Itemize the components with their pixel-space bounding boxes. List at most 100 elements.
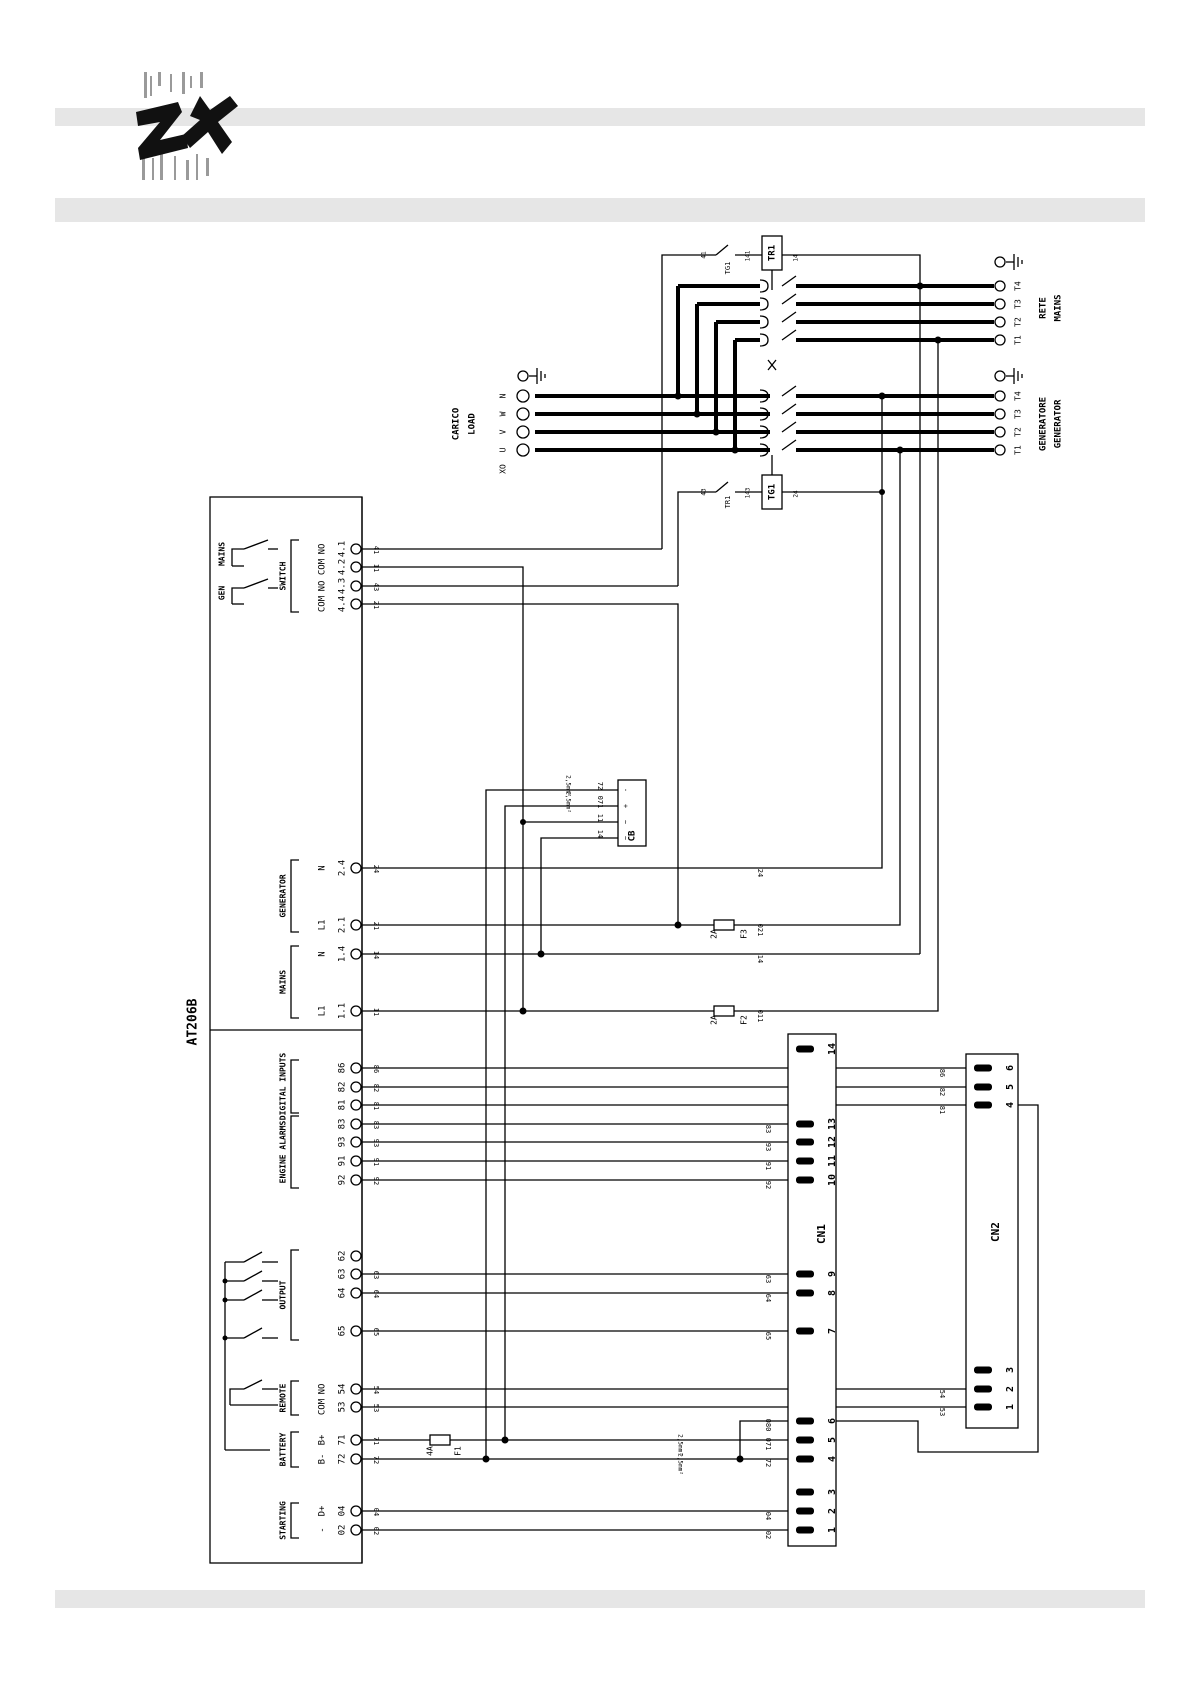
wire-number: 021: [756, 924, 764, 937]
contact-arc: [759, 279, 769, 293]
output-contact: [243, 1270, 263, 1282]
cn1-pin-label: 12: [827, 1136, 838, 1148]
wire-43: [677, 491, 716, 586]
terminal: [994, 408, 1006, 420]
tr1-aux-contact: [715, 481, 729, 493]
terminal: [350, 862, 362, 874]
cn1-pin-label: 11: [827, 1155, 838, 1167]
terminal-code: 2.4: [338, 860, 348, 876]
group-bracket: [290, 859, 299, 933]
wire-number: 63: [764, 1275, 772, 1283]
contact-blade: [781, 439, 797, 451]
terminal-code: 91: [338, 1156, 348, 1167]
load-terminal: [516, 443, 530, 457]
cn1-pin-label: 13: [827, 1118, 838, 1130]
wire-number: 14: [756, 955, 764, 963]
group-bracket: [290, 1380, 299, 1416]
junction-dot: [674, 392, 682, 400]
terminal: [994, 298, 1006, 310]
terminal: [350, 1099, 362, 1111]
contact-arc: [759, 407, 769, 421]
wire-number: 080: [764, 1419, 772, 1432]
fuse-f2-rating: 2A: [710, 1015, 719, 1025]
terminal-code: 62: [338, 1251, 348, 1262]
terminal: [350, 1268, 362, 1280]
contact-arc: [759, 333, 769, 347]
wire-080: [739, 1420, 800, 1459]
cb-section: 2,5mm²: [565, 791, 572, 813]
wire-number: 81: [938, 1106, 946, 1114]
junction-dot: [731, 446, 739, 454]
wire-24: [362, 396, 883, 869]
terminal-code: 1.4: [338, 946, 348, 962]
mains-terminal-label: T3: [1014, 299, 1023, 309]
cb-wire: 11: [596, 814, 604, 822]
wire-number: 86: [372, 1065, 380, 1073]
group-bracket: [290, 1059, 299, 1114]
cn1-label: CN1: [815, 1224, 828, 1244]
wire-number: 24: [756, 869, 764, 877]
wire-011: [734, 340, 939, 1012]
load-phase-label: U: [499, 447, 508, 452]
terminal: [350, 1434, 362, 1446]
terminal-code: 04: [338, 1506, 348, 1517]
fuse-f1-name: F1: [454, 1446, 463, 1456]
terminal: [350, 1383, 362, 1395]
switch-contact: [243, 578, 269, 589]
fuse-f1-rating: 4A: [426, 1446, 435, 1456]
power-lines: [535, 284, 994, 452]
load-terminal: [516, 389, 530, 403]
junction-dot: [896, 446, 904, 454]
terminal-code: 1.1: [338, 1003, 348, 1019]
junction-dot: [674, 921, 682, 929]
junction-dot: [934, 336, 942, 344]
wire-number: 14: [372, 951, 380, 959]
group-bracket: [290, 945, 299, 1019]
cn2-pin-label: 2: [1005, 1386, 1016, 1392]
tg1-pin: 143: [745, 487, 752, 498]
terminal: [994, 390, 1006, 402]
terminal-code: 4.1: [338, 541, 348, 557]
wire-number: 91: [372, 1158, 380, 1166]
load-phase-label: N: [499, 393, 508, 398]
terminal: [994, 426, 1006, 438]
wire-number: 71: [372, 1437, 380, 1445]
cn1-pin-label: 10: [827, 1174, 838, 1186]
generator-terminal-label: T1: [1014, 445, 1023, 455]
terminal-code: 72: [338, 1454, 348, 1465]
terminal-name: -: [318, 1527, 328, 1532]
junction-dot: [222, 1278, 228, 1284]
terminal-code: 4.2: [338, 559, 348, 575]
fuse-f1: [429, 1434, 451, 1446]
group-bracket: [290, 1431, 299, 1468]
wire-number: 11: [372, 1008, 380, 1016]
junction-dot: [878, 392, 886, 400]
output-contact: [243, 1289, 263, 1301]
group-label: SWITCH: [279, 561, 288, 590]
group-bracket: [290, 1249, 299, 1341]
mains-terminal-label: T1: [1014, 335, 1023, 345]
terminal-name: L1: [318, 1006, 328, 1017]
wire-number: 24: [372, 865, 380, 873]
terminal-code: 4.4: [338, 596, 348, 612]
terminal-code: 54: [338, 1384, 348, 1395]
tg1-aux-contact: [715, 244, 729, 256]
cn1-pin: [796, 1176, 814, 1184]
load-phase-label: W: [499, 411, 508, 416]
cb-wire: 72: [596, 782, 604, 790]
terminal: [517, 370, 529, 382]
battery-section: 2,5mm²: [677, 1434, 684, 1456]
wire-11: [362, 566, 524, 1011]
switch-mains-label: MAINS: [218, 542, 227, 566]
fuse-f3-rating: 2A: [710, 929, 719, 939]
terminal-name: COM: [318, 1398, 328, 1415]
cn1-pin: [796, 1138, 814, 1146]
contact-blade: [781, 275, 797, 287]
remote-contact: [243, 1379, 263, 1390]
cn2-pin: [974, 1101, 992, 1109]
terminal-name: B-: [318, 1454, 328, 1465]
wire-number: 93: [372, 1139, 380, 1147]
wire-number: 82: [372, 1084, 380, 1092]
generator-terminal-label: T3: [1014, 409, 1023, 419]
group-bracket: [290, 539, 299, 613]
